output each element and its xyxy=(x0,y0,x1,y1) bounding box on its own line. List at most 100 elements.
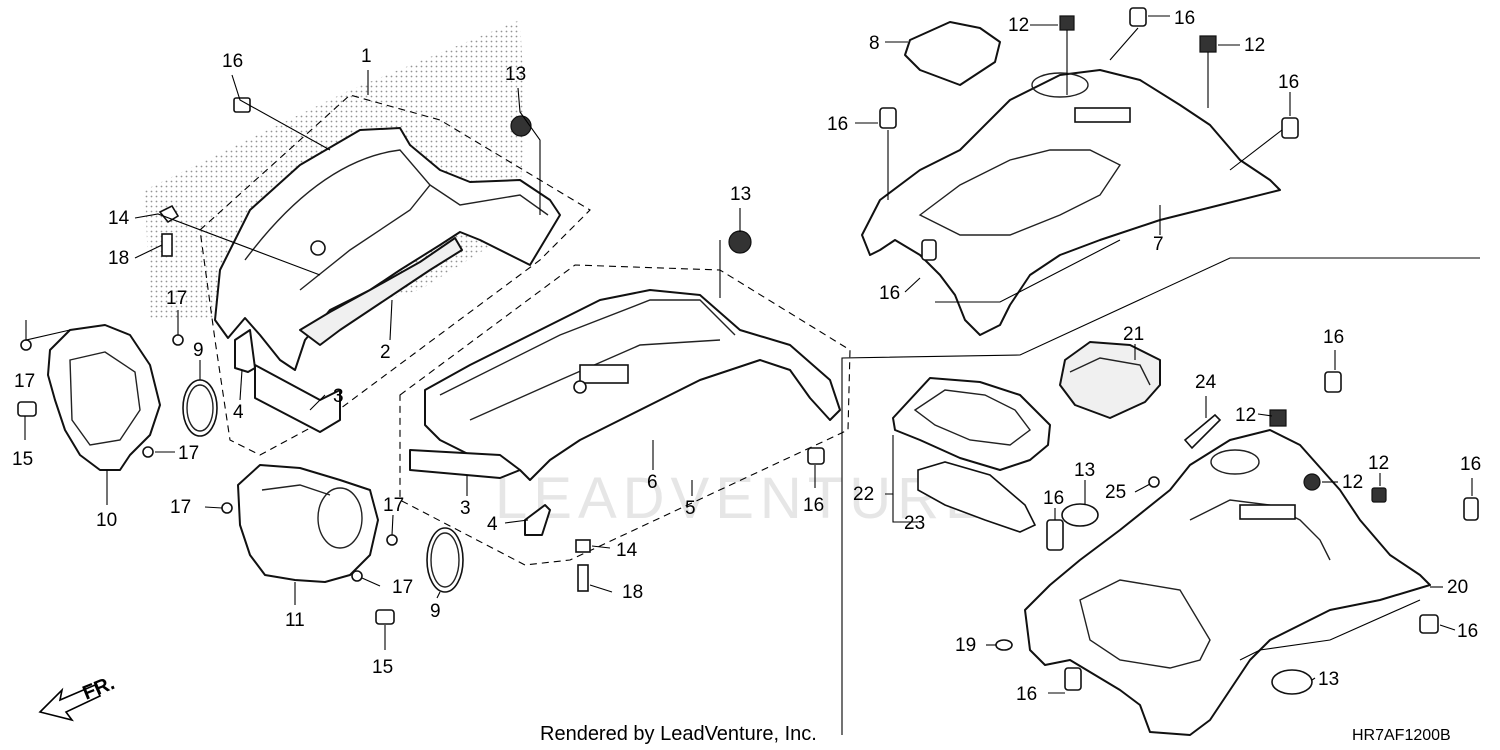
callout-12a: 12 xyxy=(1008,15,1029,36)
callout-3a: 3 xyxy=(333,386,344,407)
watermark-text: LEADVENTURE xyxy=(495,466,990,531)
bolt-18-mid xyxy=(577,564,589,592)
fender-1-grommet xyxy=(310,240,326,256)
clip-16-f xyxy=(921,239,937,261)
callout-15a: 15 xyxy=(12,449,33,470)
rear-fender-7-tray xyxy=(918,149,1122,236)
callout-16d: 16 xyxy=(827,114,848,135)
leader-7-group xyxy=(935,239,1121,303)
callout-12e: 12 xyxy=(1368,453,1389,474)
housing-11-lens xyxy=(317,487,363,549)
callout-24: 24 xyxy=(1195,372,1217,393)
leader-14b xyxy=(591,545,611,549)
callout-9a: 9 xyxy=(193,340,204,361)
housing-10-detail xyxy=(69,351,141,446)
callout-12d: 12 xyxy=(1342,472,1363,493)
housing-part-11 xyxy=(237,464,379,583)
clip-16-e xyxy=(1281,117,1299,139)
leader-16i xyxy=(1439,624,1456,631)
leader-17e xyxy=(391,514,394,536)
callout-19: 19 xyxy=(955,635,976,656)
screw-17-a xyxy=(172,334,184,346)
leader-18a xyxy=(134,244,163,259)
callout-13c: 13 xyxy=(1074,460,1095,481)
front-fender-group xyxy=(17,20,591,650)
leader-23 xyxy=(892,494,918,523)
leader-4b xyxy=(504,519,529,524)
seal-ring-9-right-inner xyxy=(430,532,460,588)
group-outline-1 xyxy=(199,94,591,456)
leader-16c-2 xyxy=(1109,27,1139,61)
callout-16c: 16 xyxy=(1174,8,1195,29)
clip-16-j xyxy=(1046,519,1064,551)
callout-13d: 13 xyxy=(1318,669,1339,690)
nut-12-d xyxy=(1303,473,1321,491)
callout-17c: 17 xyxy=(178,443,199,464)
leader-16f xyxy=(904,277,921,293)
callout-16g: 16 xyxy=(1323,327,1344,348)
front-arrow-icon xyxy=(38,683,102,722)
callout-2: 2 xyxy=(380,342,391,363)
grommet-13-c xyxy=(1061,503,1099,527)
leader-13d xyxy=(1311,677,1316,681)
callout-6: 6 xyxy=(647,472,658,493)
callout-10: 10 xyxy=(96,510,117,531)
fender-6-grommet xyxy=(573,380,587,394)
callout-16h: 16 xyxy=(1460,454,1481,475)
screw-17-b xyxy=(20,339,32,351)
screw-25 xyxy=(1148,476,1160,488)
strap-part-24 xyxy=(1183,413,1222,450)
callout-4a: 4 xyxy=(233,402,244,423)
footer-credit: Rendered by LeadVenture, Inc. xyxy=(540,723,817,745)
callout-21: 21 xyxy=(1123,324,1144,345)
callout-9b: 9 xyxy=(430,601,441,622)
leader-17d xyxy=(204,506,223,509)
leader-13a xyxy=(517,87,541,215)
cover-part-8 xyxy=(904,21,1001,86)
nut-12-a xyxy=(1059,15,1075,31)
callout-16k: 16 xyxy=(1016,684,1037,705)
clip-16-i xyxy=(1419,614,1439,634)
callout-22: 22 xyxy=(853,484,874,505)
clip-16-h xyxy=(1463,497,1479,521)
callout-14a: 14 xyxy=(108,208,130,229)
callout-18b: 18 xyxy=(622,582,643,603)
callout-16j: 16 xyxy=(1043,488,1064,509)
nut-13-mid xyxy=(728,230,752,254)
leader-14a xyxy=(134,213,321,276)
callout-17f: 17 xyxy=(392,577,413,598)
leader-20-group xyxy=(1239,599,1421,661)
rear-fender-7-hole xyxy=(1031,72,1089,98)
fender-6-label xyxy=(579,364,629,384)
direction-label: FR. xyxy=(80,672,118,704)
bolt-15-right xyxy=(375,609,395,625)
nut-12-e xyxy=(1371,487,1387,503)
fender-6-detail xyxy=(439,299,736,396)
callout-25: 25 xyxy=(1105,482,1126,503)
callout-3b: 3 xyxy=(460,498,471,519)
clip-16-mid xyxy=(807,447,825,465)
leader-2 xyxy=(389,299,393,341)
callout-16f: 16 xyxy=(879,283,900,304)
rear-fender-bottom-group xyxy=(885,341,1479,736)
bolt-15-left xyxy=(17,401,37,417)
strip-part-3-left xyxy=(254,364,341,433)
diagram-code: HR7AF1200B xyxy=(1352,727,1451,744)
callout-15b: 15 xyxy=(372,657,393,678)
leader-12c xyxy=(1257,413,1273,417)
seal-ring-part-9-right xyxy=(426,527,464,593)
pad-part-4-left xyxy=(234,329,256,373)
front-fender-part-1 xyxy=(214,127,561,371)
front-direction-indicator: FR. xyxy=(38,672,118,722)
callout-17e: 17 xyxy=(383,495,404,516)
clip-16-c xyxy=(1129,7,1147,27)
screw-17-e xyxy=(386,534,398,546)
lid-21-detail xyxy=(1069,357,1151,386)
nut-13-top xyxy=(510,115,532,137)
nut-12-b xyxy=(1199,35,1217,53)
leader-17f xyxy=(361,577,381,587)
callout-18a: 18 xyxy=(108,248,129,269)
callout-labels: 1 2 3 3 4 4 5 6 7 8 9 9 10 11 12 12 12 1… xyxy=(12,8,1481,705)
gasket-part-23 xyxy=(917,461,1037,533)
